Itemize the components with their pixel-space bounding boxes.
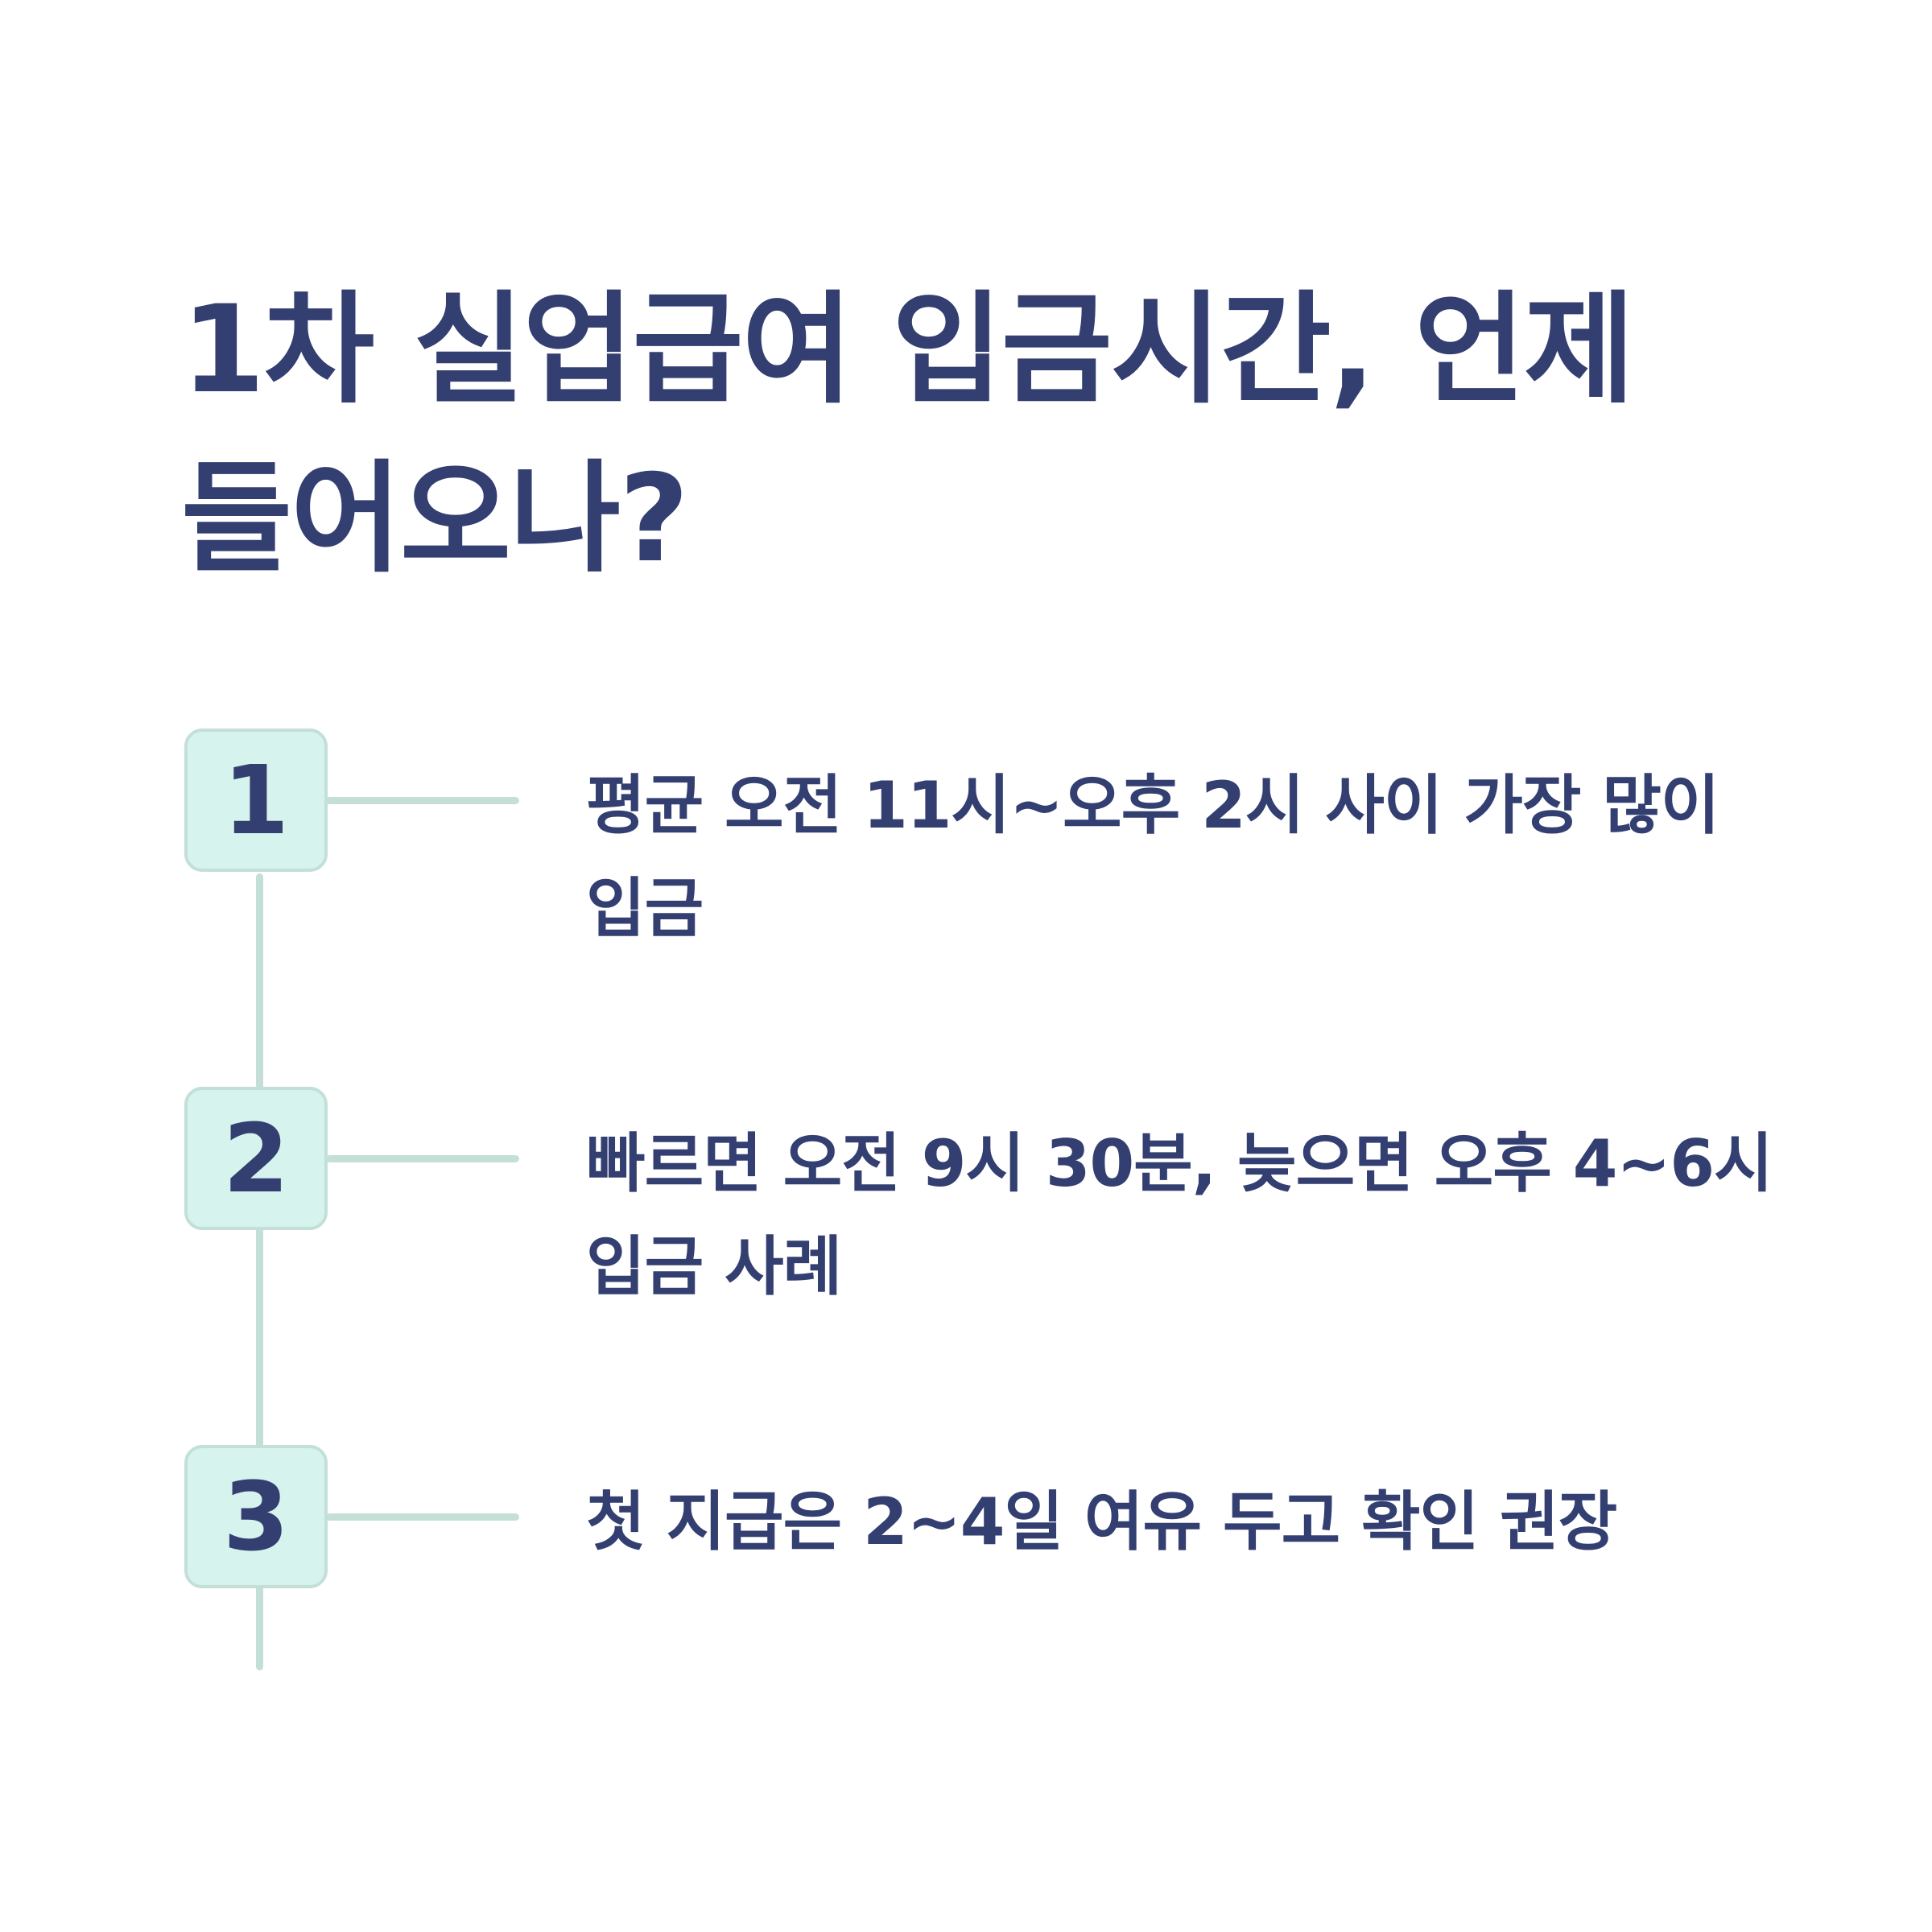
step-number-badge-1: 1	[184, 729, 328, 872]
timeline-line	[256, 873, 263, 1670]
step-text-3: 첫 지급은 2~4일 여유 두고 확인 권장	[586, 1484, 1617, 1559]
step-connector-3	[326, 1513, 519, 1521]
step-text-1: 평균 오전 11시~오후 2시 사이 가장 많이 입금	[586, 768, 1720, 946]
step-number-badge-3: 3	[184, 1445, 328, 1588]
step-connector-2	[326, 1155, 519, 1162]
step-item-2: 2 빠르면 오전 9시 30분, 늦으면 오후 4~6시 입금 사례	[0, 1087, 1932, 1304]
page-title: 1차 실업급여 입금시간, 언제 들어오나?	[181, 280, 1635, 589]
step-item-1: 1 평균 오전 11시~오후 2시 사이 가장 많이 입금	[0, 729, 1932, 946]
step-item-3: 3 첫 지급은 2~4일 여유 두고 확인 권장	[0, 1445, 1932, 1590]
step-number-badge-2: 2	[184, 1087, 328, 1230]
step-text-2: 빠르면 오전 9시 30분, 늦으면 오후 4~6시 입금 사례	[586, 1126, 1773, 1304]
step-connector-1	[326, 797, 519, 804]
